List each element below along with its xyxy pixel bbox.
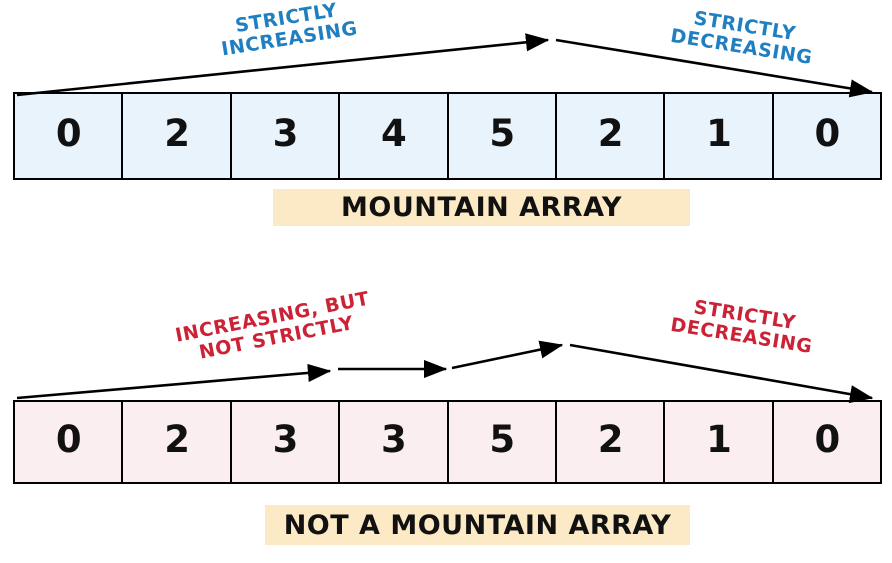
array-cell: 0 — [814, 111, 840, 155]
arrow-decreasing-top — [555, 38, 874, 98]
array-cell: 5 — [449, 402, 557, 482]
array-cell: 3 — [340, 402, 449, 482]
annotation-increasing-but-not-strictly: INCREASING, BUT NOT STRICTLY — [173, 287, 372, 364]
annotation-strictly-increasing: STRICTLY INCREASING — [219, 0, 360, 61]
array-cell: 0 — [15, 402, 124, 482]
arrow-increasing-segment-1 — [16, 363, 332, 400]
annotation-strictly-decreasing-top: STRICTLY DECREASING — [668, 7, 814, 70]
array-cell: 2 — [557, 402, 666, 482]
annotation-strictly-decreasing-bottom: STRICTLY DECREASING — [668, 296, 814, 359]
arrow-increasing-segment-2 — [451, 340, 564, 370]
array-cell: 0 — [814, 417, 840, 461]
array-cell: 2 — [557, 94, 666, 178]
array-cell: 1 — [665, 94, 774, 178]
array-cell: 4 — [340, 94, 449, 178]
array-cell: 0 — [15, 94, 124, 178]
array-cell: 2 — [123, 94, 232, 178]
arrow-increasing-top — [16, 33, 550, 97]
caption-mountain-array: MOUNTAIN ARRAY — [273, 189, 690, 226]
caption-not-a-mountain-array: NOT A MOUNTAIN ARRAY — [265, 505, 690, 545]
mountain-array-row: 0 2 3 4 5 2 1 0 — [13, 92, 882, 180]
array-cell: 2 — [123, 402, 232, 482]
arrow-decreasing-bottom — [569, 343, 874, 404]
array-cell: 1 — [665, 402, 774, 482]
array-cell: 3 — [232, 402, 341, 482]
array-cell: 3 — [232, 94, 341, 178]
not-mountain-array-row: 0 2 3 3 5 2 1 0 — [13, 400, 882, 484]
array-cell: 5 — [449, 94, 557, 178]
